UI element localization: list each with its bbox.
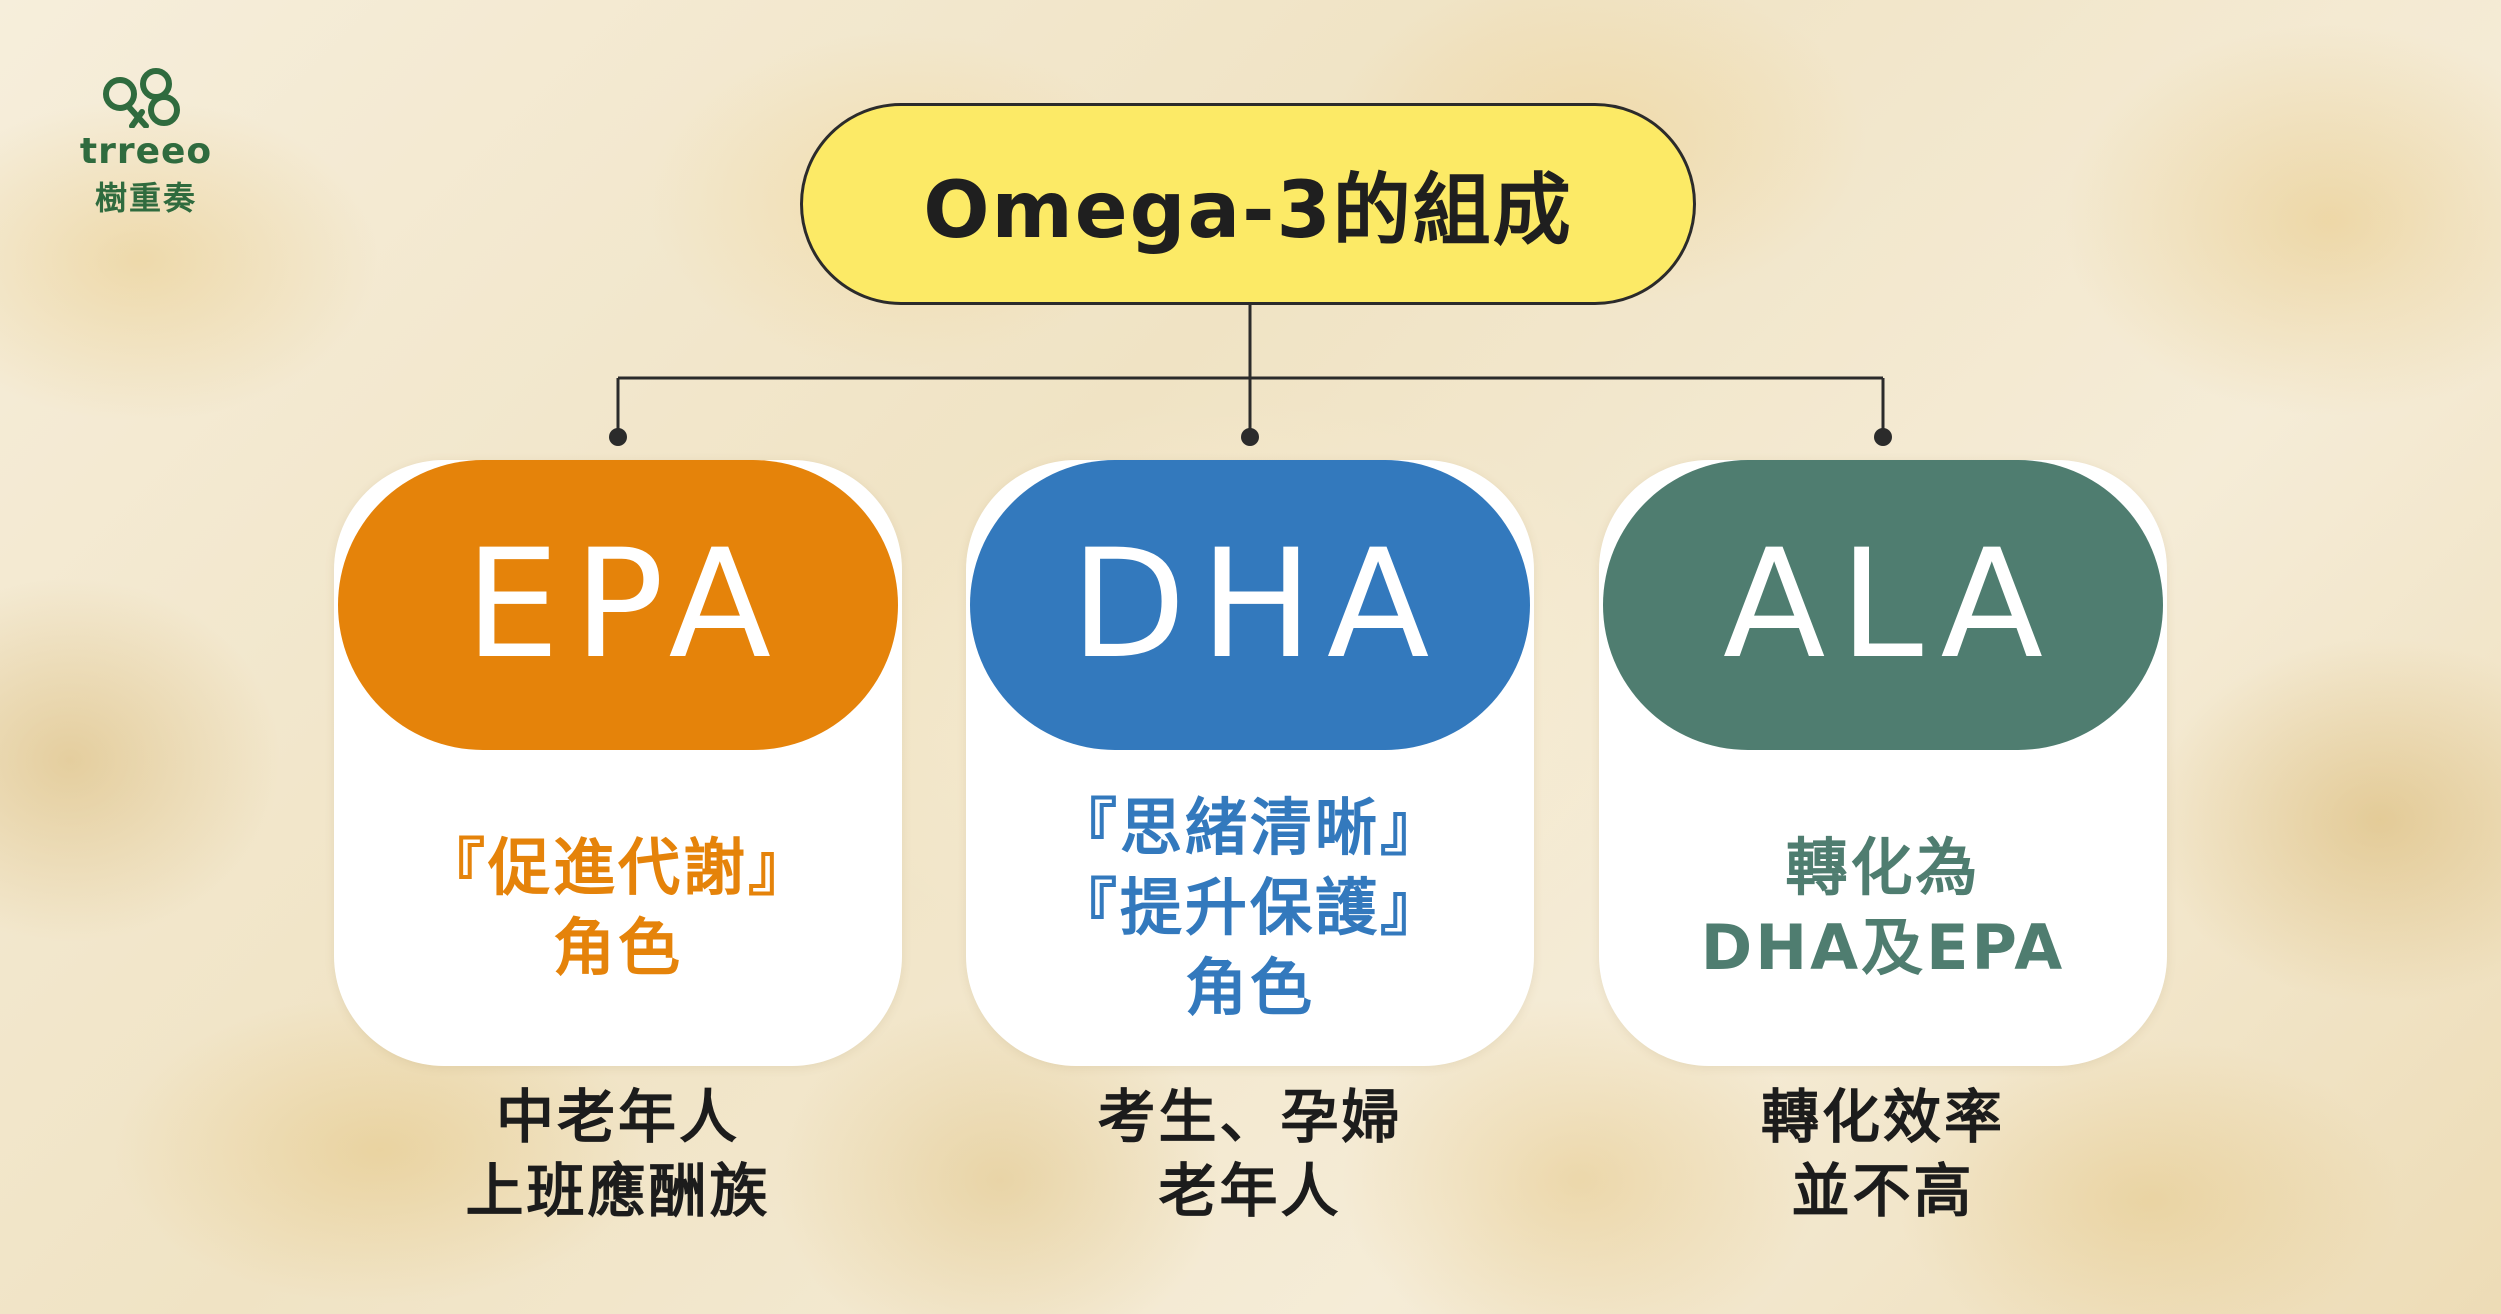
card-ala-label: ALA bbox=[1722, 518, 2058, 692]
branch-dha-dot bbox=[1241, 428, 1259, 446]
audience-line: 轉化效率 bbox=[1760, 1083, 2005, 1151]
audience-line: 中老年人 bbox=[495, 1083, 740, 1151]
audience-line: 並不高 bbox=[1791, 1157, 1975, 1225]
title-pill: Omega-3的組成 bbox=[800, 103, 1696, 305]
card-epa-label: EPA bbox=[464, 518, 786, 692]
card-epa: EPA 『促進代謝』 角色 bbox=[334, 460, 902, 1066]
brand-name-cn: 樹重奏 bbox=[94, 179, 197, 217]
card-ala-line: DHA及EPA bbox=[1700, 911, 2066, 984]
card-dha-line: 角色 bbox=[1184, 951, 1315, 1024]
card-epa-body: 『促進代謝』 角色 bbox=[334, 750, 902, 1066]
card-dha: DHA 『思緒清晰』 『提升保護』 角色 bbox=[966, 460, 1534, 1066]
card-epa-audience: 中老年人 上班應酬族 bbox=[334, 1080, 902, 1228]
card-ala-line: 轉化為 bbox=[1785, 831, 1981, 904]
card-dha-header: DHA bbox=[970, 460, 1530, 750]
audience-line: 考生、孕婦 bbox=[1097, 1083, 1403, 1151]
card-epa-line: 角色 bbox=[552, 911, 683, 984]
audience-line: 上班應酬族 bbox=[465, 1157, 771, 1225]
card-dha-body: 『思緒清晰』 『提升保護』 角色 bbox=[966, 750, 1534, 1066]
audience-line: 老年人 bbox=[1158, 1157, 1342, 1225]
brand-wordmark: trreeo bbox=[79, 131, 213, 172]
card-ala-audience: 轉化效率 並不高 bbox=[1599, 1080, 2167, 1228]
card-ala-body: 轉化為 DHA及EPA bbox=[1599, 750, 2167, 1066]
card-dha-label: DHA bbox=[1070, 518, 1444, 692]
diagram-title: Omega-3的組成 bbox=[923, 166, 1573, 256]
brand-logo: trreeo 樹重奏 bbox=[66, 66, 226, 218]
card-dha-line: 『思緒清晰』 bbox=[1054, 791, 1445, 864]
card-ala: ALA 轉化為 DHA及EPA bbox=[1599, 460, 2167, 1066]
branch-epa-dot bbox=[609, 428, 627, 446]
card-epa-header: EPA bbox=[338, 460, 898, 750]
card-epa-line: 『促進代謝』 bbox=[422, 831, 813, 904]
branch-ala-dot bbox=[1874, 428, 1892, 446]
card-ala-header: ALA bbox=[1603, 460, 2163, 750]
card-dha-line: 『提升保護』 bbox=[1054, 871, 1445, 944]
card-dha-audience: 考生、孕婦 老年人 bbox=[966, 1080, 1534, 1228]
tree-knot-logo-icon bbox=[103, 68, 180, 128]
